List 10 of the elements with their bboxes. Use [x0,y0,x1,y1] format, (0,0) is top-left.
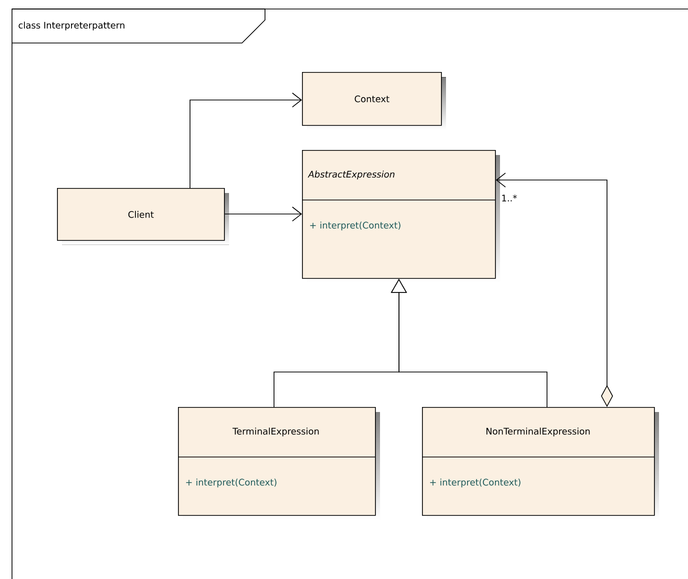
class-box: Context [302,72,446,130]
association-arrow [224,206,302,222]
class-box: Client [57,188,229,245]
class-box: NonTerminalExpression + interpret(Context) [422,407,659,520]
multiplicity-label: 1..* [502,194,517,202]
frame-title-tab: class Interpreterpattern [12,8,266,44]
aggregation-line [496,172,613,407]
class-box: AbstractExpression + interpret(Context) [302,150,500,283]
association-arrow [190,92,302,188]
class-box: TerminalExpression + interpret(Context) [178,407,380,520]
